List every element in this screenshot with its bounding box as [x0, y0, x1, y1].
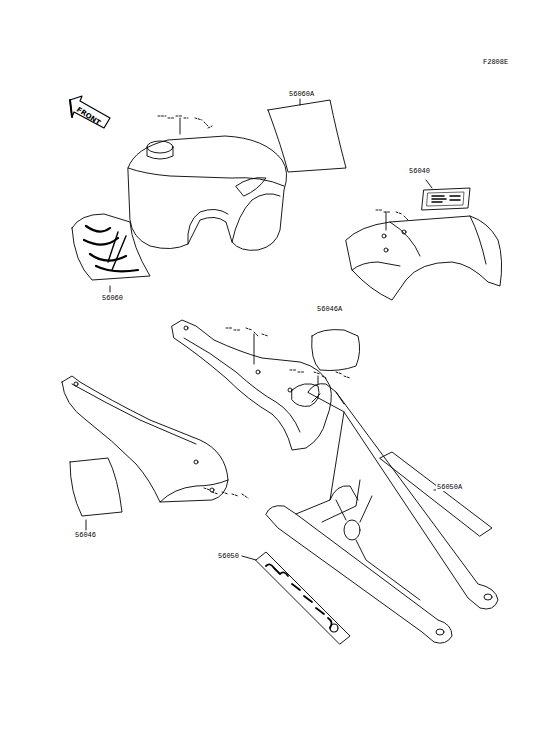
leader-line	[386, 212, 387, 230]
rear-fender	[346, 216, 502, 300]
callout-number: 56046A	[316, 306, 343, 313]
leader-line	[242, 556, 256, 560]
callout-number: 56060A	[288, 91, 315, 98]
front-arrow	[70, 96, 110, 128]
decal	[256, 552, 350, 644]
callout-number: 56050A	[436, 484, 463, 491]
fastener	[158, 116, 212, 128]
decal	[422, 188, 470, 210]
leader-line	[426, 180, 432, 188]
fastener	[226, 328, 268, 336]
leader-line	[318, 376, 319, 384]
fastener	[290, 370, 350, 378]
decal	[312, 330, 360, 371]
callout-number: 56050	[217, 553, 240, 560]
side-cover	[172, 320, 331, 450]
fuel-tank	[128, 136, 287, 250]
side-cover	[62, 376, 228, 502]
decal	[380, 452, 492, 536]
callout-number: 56046	[74, 532, 97, 539]
decal	[70, 458, 122, 516]
decal	[72, 214, 150, 280]
decal	[268, 100, 346, 172]
callout-number: 56040	[408, 168, 431, 175]
leader-line	[110, 286, 111, 292]
figure-code: F2808E	[482, 59, 509, 66]
fastener	[376, 210, 408, 220]
fastener	[204, 488, 248, 498]
leader-line	[300, 99, 301, 105]
callout-number: 56060	[101, 295, 124, 302]
leader-line	[180, 118, 181, 134]
leader-line	[254, 334, 255, 364]
leader-line	[86, 520, 87, 530]
